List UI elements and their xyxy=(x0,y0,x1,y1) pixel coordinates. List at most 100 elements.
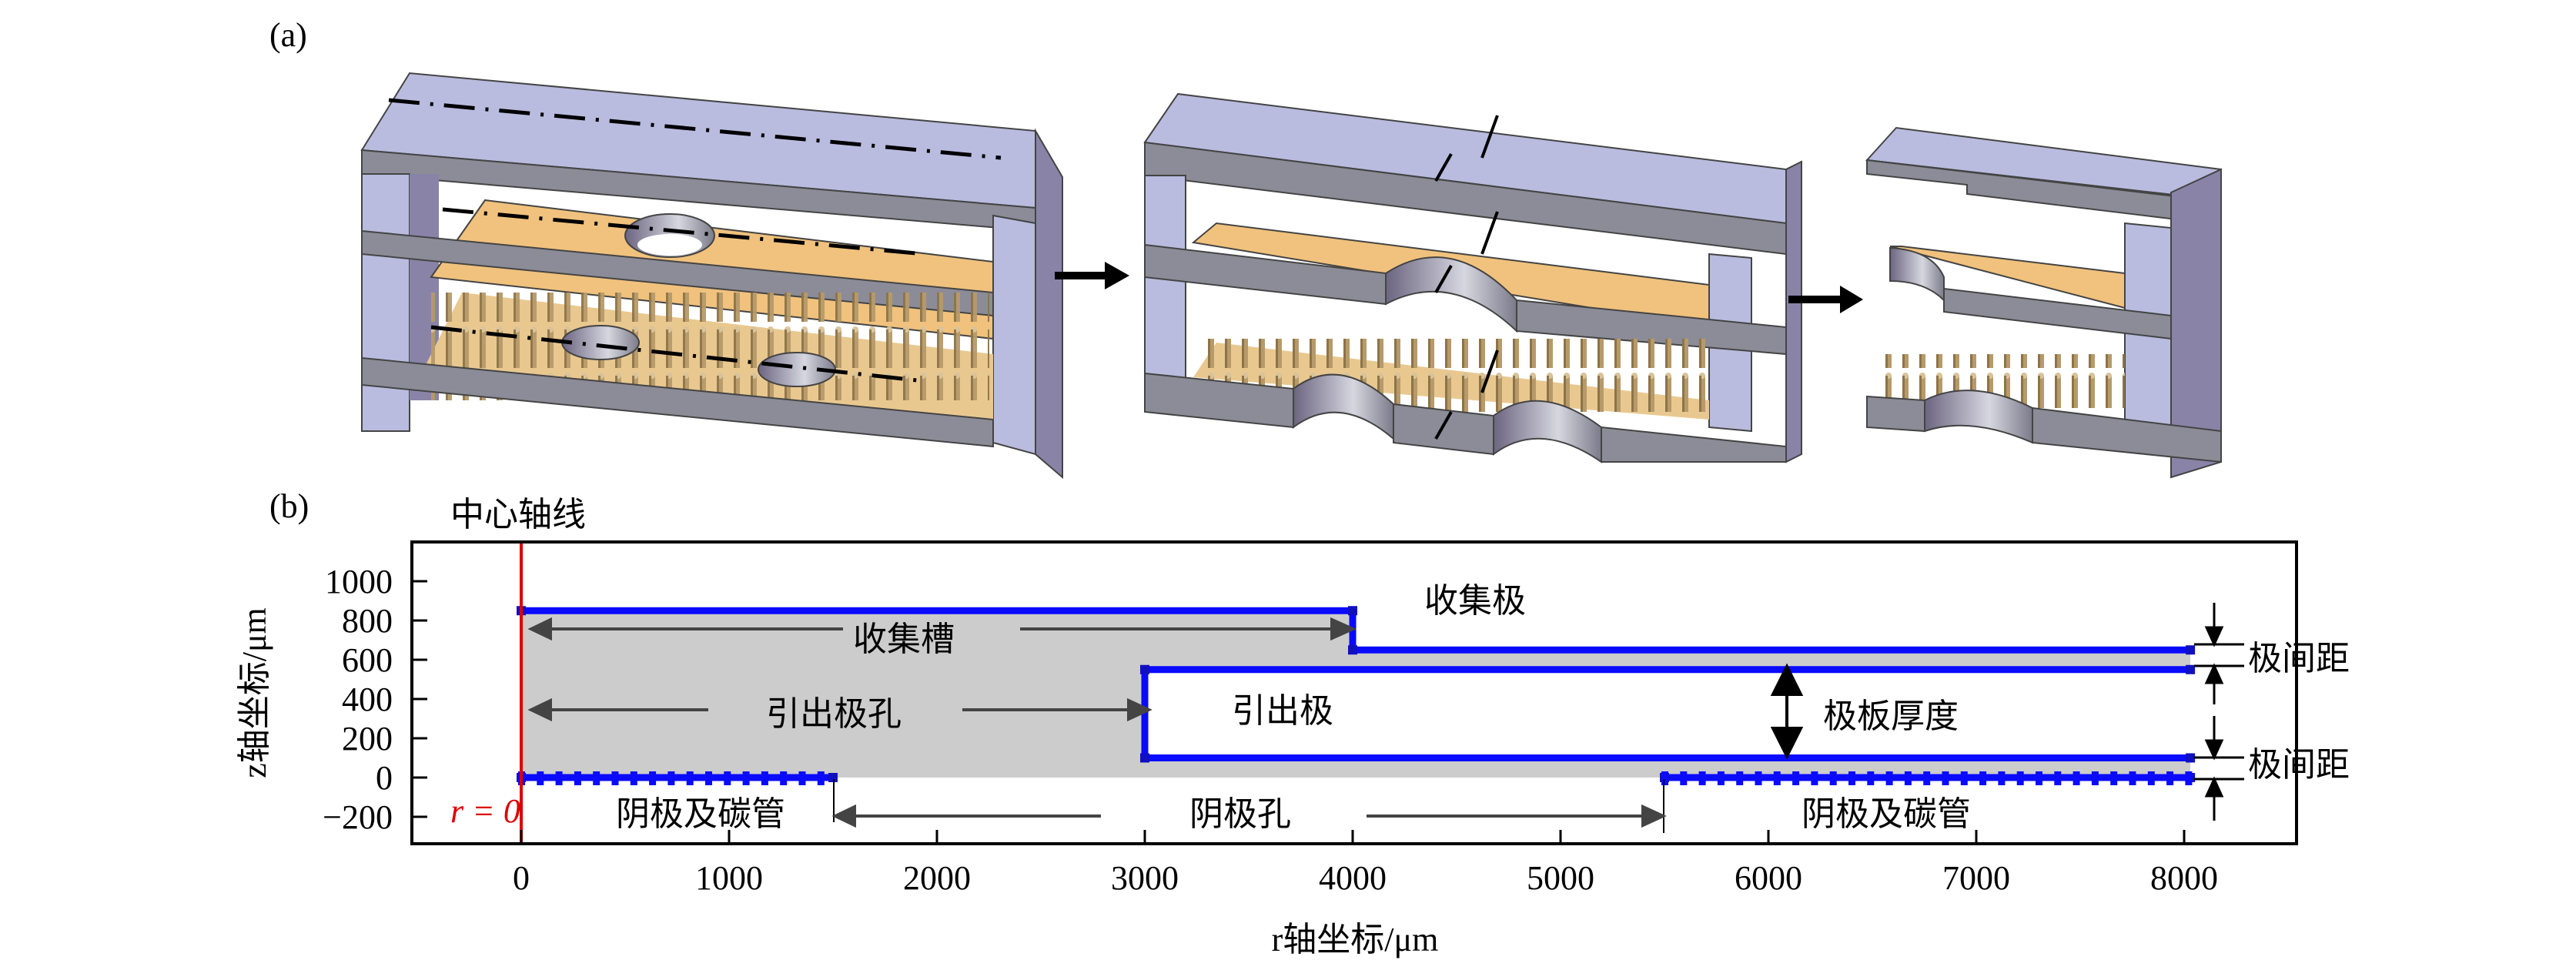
arrowhead-up-icon xyxy=(1770,663,1804,696)
arrowhead-down-icon xyxy=(2204,739,2224,761)
x-tick-label: 6000 xyxy=(1735,859,1802,897)
carbon-tube-mark xyxy=(2091,771,2099,785)
arrowhead-up-icon xyxy=(2204,776,2224,798)
label-extractor-hole: 引出极孔 xyxy=(766,695,902,733)
carbon-tube-bumps xyxy=(518,771,2193,785)
plate-thickness-arrow xyxy=(1770,663,1804,760)
carbon-tube-mark xyxy=(537,771,544,785)
arrowhead-right-icon xyxy=(1641,804,1667,828)
x-axis-label: r轴坐标/μm xyxy=(1272,921,1439,958)
carbon-tube-mark xyxy=(1680,771,1688,785)
carbon-tube-mark xyxy=(817,771,825,785)
r-zero-label: r = 0 xyxy=(450,792,520,830)
stage-half-section xyxy=(1143,92,1802,463)
label-gap-upper: 极间距 xyxy=(2248,640,2350,677)
x-tick-label: 5000 xyxy=(1527,859,1594,897)
carbon-tube-mark xyxy=(798,771,806,785)
extraction-plate-gold xyxy=(1889,246,2126,309)
arrow-right-icon xyxy=(1055,262,1129,289)
carbon-tube-mark xyxy=(611,771,619,785)
carbon-tube-mark xyxy=(1942,771,1949,785)
carbon-tube-mark xyxy=(630,771,637,785)
arrowhead-down-icon xyxy=(2204,626,2224,647)
carbon-tube-mark xyxy=(686,771,694,785)
carbon-tube-mark xyxy=(1998,771,2006,785)
axis-line-bottom xyxy=(430,325,925,383)
label-plate-thickness: 极板厚度 xyxy=(1823,697,1959,735)
carbon-tube-mark xyxy=(724,771,731,785)
gap-markers xyxy=(2194,603,2244,821)
right-pillar-side xyxy=(1035,128,1063,480)
x-tick-label: 1000 xyxy=(695,859,763,897)
carbon-tube-mark xyxy=(1661,771,1668,785)
cathode-plate-front-right xyxy=(1601,426,1787,463)
x-tick-label: 3000 xyxy=(1111,859,1179,897)
carbon-tube-mark xyxy=(1904,771,1912,785)
carbon-tube-mark xyxy=(1979,771,1987,785)
x-tick-label: 0 xyxy=(513,859,530,897)
arrowhead-left-icon xyxy=(831,804,856,828)
arrowhead-down-icon xyxy=(1770,727,1804,760)
carbon-tube-mark xyxy=(2054,771,2062,785)
label-collector: 收集极 xyxy=(1424,582,1526,620)
arrowhead-left-icon xyxy=(527,697,552,722)
arrowhead-right-icon xyxy=(1330,617,1357,641)
plot-frame xyxy=(410,540,2298,845)
label-cathode-hole: 阴极孔 xyxy=(1189,795,1291,833)
cut-mark-top-lower xyxy=(1434,153,1453,182)
cathode-plate-front xyxy=(361,356,994,448)
x-tick-label: 8000 xyxy=(2150,859,2218,897)
y-tick-label: 1000 xyxy=(325,563,393,600)
carbon-tube-mark xyxy=(1792,771,1800,785)
electrode-vertex xyxy=(828,773,838,782)
electrode-extractor xyxy=(1141,666,2191,761)
arrow-right-icon xyxy=(1788,286,1863,313)
electrode-vertex xyxy=(1140,753,1149,763)
cathode-plate-front-right xyxy=(2032,406,2222,463)
x-tick-label: 7000 xyxy=(1942,859,2010,897)
arrowhead-right-icon xyxy=(1127,697,1153,722)
extraction-plate-front xyxy=(1943,287,2172,340)
electrode-vertex xyxy=(1140,664,1149,674)
stage-full-structure xyxy=(360,72,1063,480)
carbon-tube-mark xyxy=(1736,771,1744,785)
extraction-hole-through xyxy=(637,234,702,256)
carbon-tube-mark xyxy=(1885,771,1893,785)
carbon-tube-mark xyxy=(705,771,712,785)
annotation-arrows xyxy=(527,617,1667,833)
carbon-tube-mark xyxy=(1717,771,1725,785)
cut-mark-mid xyxy=(1480,211,1499,255)
arrowhead-up-icon xyxy=(2204,663,2224,684)
y-tick-label: 0 xyxy=(376,759,393,797)
y-axis-label: z轴坐标/μm xyxy=(236,607,273,778)
carbon-tube-mark xyxy=(2036,771,2042,785)
label-cathode-left: 阴极及碳管 xyxy=(616,795,785,833)
carbon-tube-mark xyxy=(574,771,581,785)
electrode-vertex xyxy=(1348,645,1357,655)
carbon-tube-mark xyxy=(1698,771,1706,785)
electrode-vertex xyxy=(2186,664,2196,674)
panel-b-label: (b) xyxy=(269,487,309,525)
carbon-tube-mark xyxy=(742,771,750,785)
carbon-tube-mark xyxy=(780,771,788,785)
label-extractor: 引出极 xyxy=(1232,692,1333,730)
axis-line-mid xyxy=(442,207,925,256)
carbon-tube-mark xyxy=(555,771,563,785)
carbon-tube-mark xyxy=(667,771,675,785)
carbon-tube-mark xyxy=(2166,771,2174,785)
y-tick-label: 800 xyxy=(342,602,393,640)
carbon-tube-mark xyxy=(2073,771,2080,785)
cut-mark-top xyxy=(1480,115,1499,159)
x-tick-label: 4000 xyxy=(1319,859,1387,897)
panel-a-label: (a) xyxy=(269,16,307,54)
stage-axisymmetric-section xyxy=(1865,126,2222,479)
electrode-vertex xyxy=(2186,753,2196,763)
cut-mark-mid-lower xyxy=(1434,265,1453,293)
carbon-tube-mark xyxy=(1848,771,1855,785)
carbon-tube-mark xyxy=(1923,771,1931,785)
panel-a-illustration xyxy=(360,72,2222,480)
y-tick-label: 200 xyxy=(342,720,393,758)
